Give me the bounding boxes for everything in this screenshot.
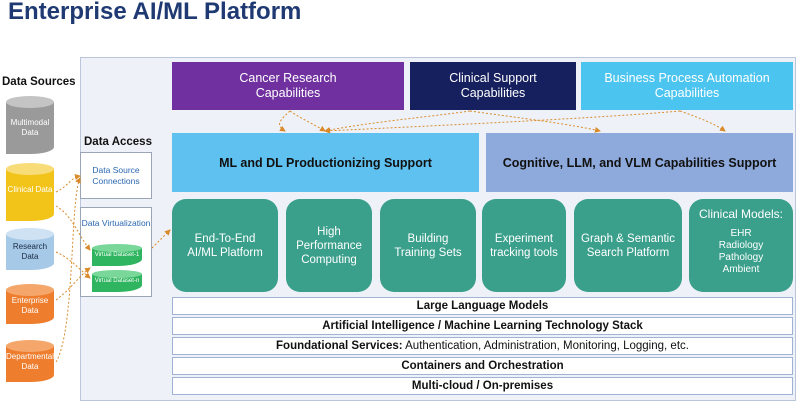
capability-clinical-support: Clinical Support Capabilities <box>410 62 576 110</box>
layer-title: Artificial Intelligence / Machine Learni… <box>322 320 643 332</box>
capability-label: Clinical Support Capabilities <box>449 71 537 100</box>
data-source-label: Departmental Data <box>6 352 55 371</box>
tool-label: End-To-End AI/ML Platform <box>187 232 263 259</box>
layer-llm: Large Language Models <box>172 297 793 315</box>
layer-detail: Authentication, Administration, Monitori… <box>402 340 689 352</box>
support-ml-dl: ML and DL Productionizing Support <box>172 133 479 192</box>
layer-title: Foundational Services: <box>276 340 403 352</box>
clinical-model-item: EHR <box>730 228 752 239</box>
tool-clinical-models: Clinical Models: EHR Radiology Pathology… <box>689 199 793 292</box>
layer-title: Large Language Models <box>416 300 549 312</box>
data-source-research: Research Data <box>6 228 54 270</box>
capability-cancer-research: Cancer Research Capabilities <box>172 62 404 110</box>
layer-ai-ml-stack: Artificial Intelligence / Machine Learni… <box>172 317 793 335</box>
tool-label: Experiment tracking tools <box>490 232 558 259</box>
data-access-heading: Data Access <box>84 136 152 148</box>
data-source-multimodal: Multimodal Data <box>6 96 54 154</box>
tool-end-to-end-platform: End-To-End AI/ML Platform <box>172 199 278 292</box>
page-title: Enterprise AI/ML Platform <box>8 0 302 25</box>
clinical-model-item: Pathology <box>718 252 764 263</box>
data-source-label: Research Data <box>12 242 48 261</box>
capability-label: Business Process Automation Capabilities <box>604 71 770 100</box>
tool-high-performance-computing: High Performance Computing <box>286 199 372 292</box>
tool-building-training-sets: Building Training Sets <box>380 199 476 292</box>
capability-label: Cancer Research Capabilities <box>239 71 337 100</box>
layer-multi-cloud: Multi-cloud / On-premises <box>172 377 793 395</box>
capability-business-automation: Business Process Automation Capabilities <box>581 62 793 110</box>
tool-experiment-tracking: Experiment tracking tools <box>482 199 566 292</box>
data-source-clinical: Clinical Data <box>6 163 54 221</box>
clinical-model-item: Radiology <box>718 240 764 251</box>
layer-containers: Containers and Orchestration <box>172 357 793 375</box>
tool-label: High Performance Computing <box>296 225 362 266</box>
clinical-model-item: Ambient <box>722 264 760 275</box>
tool-label: Graph & Semantic Search Platform <box>581 232 675 259</box>
data-source-label: Enterprise Data <box>11 296 49 315</box>
data-source-label: Multimodal Data <box>10 118 50 137</box>
layer-title: Multi-cloud / On-premises <box>411 380 554 392</box>
tool-label: Clinical Models: <box>698 207 784 221</box>
tool-label: Building Training Sets <box>394 232 462 259</box>
support-cognitive-llm: Cognitive, LLM, and VLM Capabilities Sup… <box>486 133 793 192</box>
virtual-dataset-1: Virtual Dataset-1 <box>92 244 142 266</box>
data-source-departmental: Departmental Data <box>6 340 54 382</box>
data-sources-heading: Data Sources <box>2 76 76 88</box>
data-source-connections-box: Data Source Connections <box>80 152 152 199</box>
data-source-label: Clinical Data <box>7 185 53 194</box>
virtual-dataset-label: Virtual Dataset-1 <box>94 252 140 258</box>
support-label: Cognitive, LLM, and VLM Capabilities Sup… <box>502 155 777 170</box>
layer-foundational-services: Foundational Services: Authentication, A… <box>172 337 793 355</box>
layer-title: Containers and Orchestration <box>401 360 564 372</box>
data-source-enterprise: Enterprise Data <box>6 284 54 324</box>
virtual-dataset-n: Virtual Dataset-n <box>92 270 142 292</box>
data-virtualization-label: Data Virtualization <box>81 218 151 228</box>
virtual-dataset-label: Virtual Dataset-n <box>94 278 140 284</box>
tool-graph-semantic-search: Graph & Semantic Search Platform <box>574 199 682 292</box>
support-label: ML and DL Productionizing Support <box>219 155 432 170</box>
data-source-connections-label: Data Source Connections <box>92 164 140 186</box>
